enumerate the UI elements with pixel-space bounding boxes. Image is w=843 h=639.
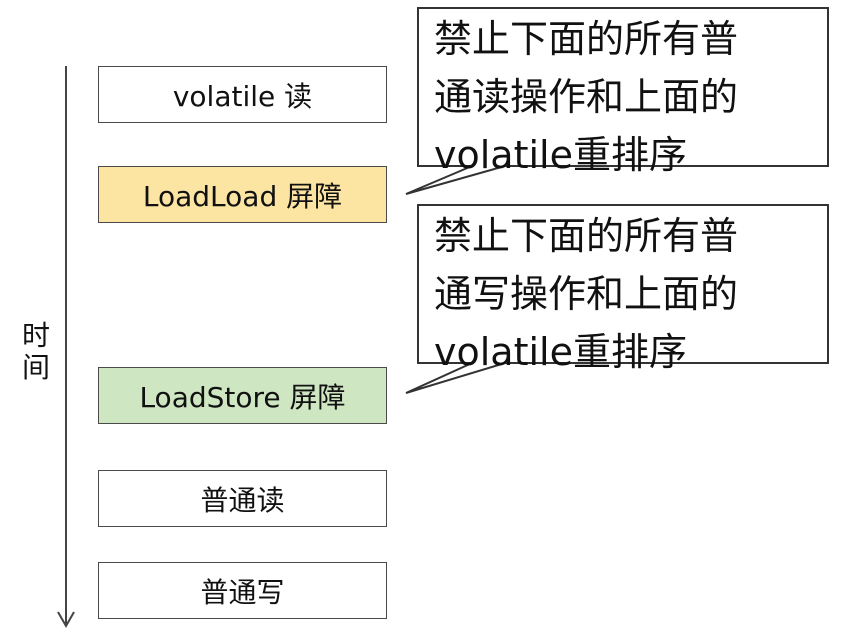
step-volatile-read: volatile 读 <box>98 66 387 123</box>
callout-bubble-1 <box>405 7 829 195</box>
time-label-char: 时 <box>22 319 51 352</box>
callout-line: 通读操作和上面的 <box>434 75 739 119</box>
time-label: 时 间 <box>22 320 50 384</box>
step-loadstore-barrier: LoadStore 屏障 <box>98 367 387 424</box>
callout-bubble-2 <box>405 204 829 394</box>
step-label: LoadStore 屏障 <box>139 380 346 414</box>
step-label: LoadLoad 屏障 <box>142 179 343 213</box>
callout-line: volatile重排序 <box>434 133 687 177</box>
callout-line: 禁止下面的所有普 <box>434 17 739 61</box>
step-loadload-barrier: LoadLoad 屏障 <box>98 166 387 223</box>
time-axis-arrowhead <box>57 611 75 629</box>
callout-text-1: 禁止下面的所有普 通读操作和上面的 volatile重排序 <box>434 10 738 184</box>
step-label: volatile 读 <box>172 79 313 113</box>
step-label: 普通写 <box>200 575 285 609</box>
step-normal-read: 普通读 <box>98 470 387 527</box>
step-normal-write: 普通写 <box>98 562 387 619</box>
callout-line: volatile重排序 <box>434 330 687 374</box>
callout-text-2: 禁止下面的所有普 通写操作和上面的 volatile重排序 <box>434 207 738 381</box>
time-label-char: 间 <box>22 351 51 384</box>
callout-line: 禁止下面的所有普 <box>434 214 739 258</box>
step-label: 普通读 <box>200 483 285 517</box>
callout-line: 通写操作和上面的 <box>434 272 739 316</box>
